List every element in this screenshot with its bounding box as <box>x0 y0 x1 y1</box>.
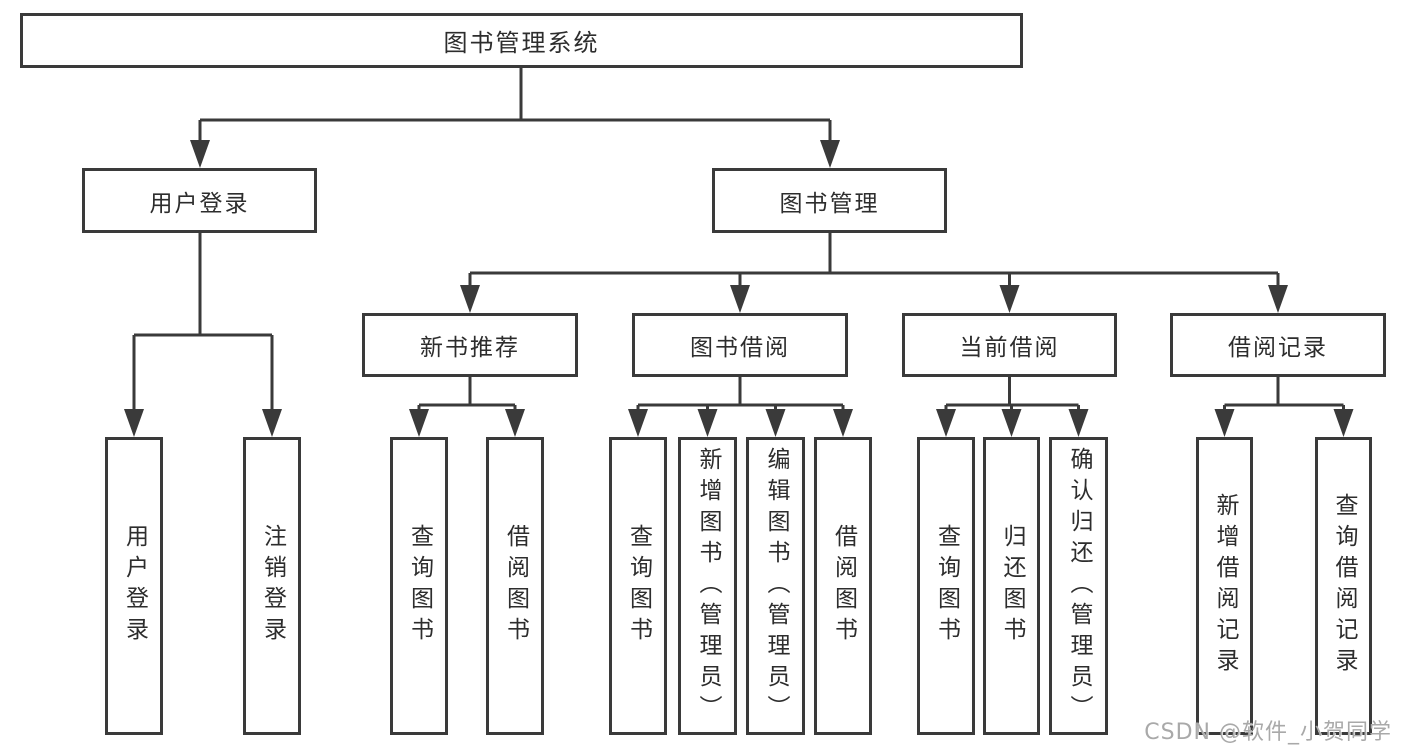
leaf-cb-return-books: 归还图书 <box>983 437 1040 735</box>
node-borrowing-records: 借阅记录 <box>1170 313 1386 377</box>
leaf-cb-query-books: 查询图书 <box>917 437 975 735</box>
node-current-borrowing: 当前借阅 <box>902 313 1117 377</box>
leaf-label: 借阅图书 <box>830 524 857 648</box>
leaf-label: 新增借阅记录 <box>1212 493 1238 679</box>
node-label: 用户登录 <box>149 190 250 217</box>
node-label: 图书管理 <box>779 190 880 217</box>
node-book-borrowing: 图书借阅 <box>632 313 848 377</box>
leaf-bb-edit-books-admin: 编辑图书（管理员） <box>746 437 805 735</box>
connector-current-borrowing-children <box>936 377 1089 437</box>
leaf-bb-add-books-admin: 新增图书（管理员） <box>678 437 737 735</box>
node-label: 借阅记录 <box>1228 335 1328 361</box>
leaf-label: 归还图书 <box>999 524 1025 648</box>
connector-new-book-recommend-children <box>409 377 525 437</box>
node-user-login: 用户登录 <box>82 168 317 233</box>
leaf-label: 查询图书 <box>933 524 960 648</box>
leaf-label: 用户登录 <box>121 524 148 648</box>
node-label: 当前借阅 <box>959 335 1060 361</box>
leaf-bb-query-books: 查询图书 <box>609 437 667 735</box>
leaf-label: 借阅图书 <box>502 524 529 648</box>
connector-root-to-level2 <box>190 68 840 168</box>
leaf-label: 查询图书 <box>406 524 433 648</box>
leaf-label: 新增图书（管理员） <box>695 446 721 726</box>
leaf-br-add-record: 新增借阅记录 <box>1196 437 1253 735</box>
node-label: 新书推荐 <box>420 335 520 361</box>
node-label: 图书借阅 <box>690 335 790 361</box>
leaf-logout: 注销登录 <box>243 437 301 735</box>
leaf-label: 注销登录 <box>259 524 286 648</box>
connector-book-borrowing-children <box>628 377 853 437</box>
node-book-management: 图书管理 <box>712 168 947 233</box>
leaf-bb-borrow-books: 借阅图书 <box>814 437 872 735</box>
leaf-cb-confirm-return-admin: 确认归还（管理员） <box>1049 437 1108 735</box>
leaf-label: 确认归还（管理员） <box>1066 446 1092 726</box>
leaf-nbr-query-books: 查询图书 <box>390 437 448 735</box>
leaf-nbr-borrow-books: 借阅图书 <box>486 437 544 735</box>
leaf-label: 查询借阅记录 <box>1331 493 1357 679</box>
leaf-label: 编辑图书（管理员） <box>763 446 789 726</box>
connector-user-login-children <box>124 233 282 437</box>
leaf-br-query-record: 查询借阅记录 <box>1315 437 1372 735</box>
leaf-label: 查询图书 <box>625 524 652 648</box>
leaf-user-login: 用户登录 <box>105 437 163 735</box>
node-library-system: 图书管理系统 <box>20 13 1023 68</box>
node-label: 图书管理系统 <box>443 29 600 57</box>
connector-borrowing-records-children <box>1214 377 1354 437</box>
connector-book-management-children <box>460 233 1288 313</box>
node-new-book-recommend: 新书推荐 <box>362 313 578 377</box>
